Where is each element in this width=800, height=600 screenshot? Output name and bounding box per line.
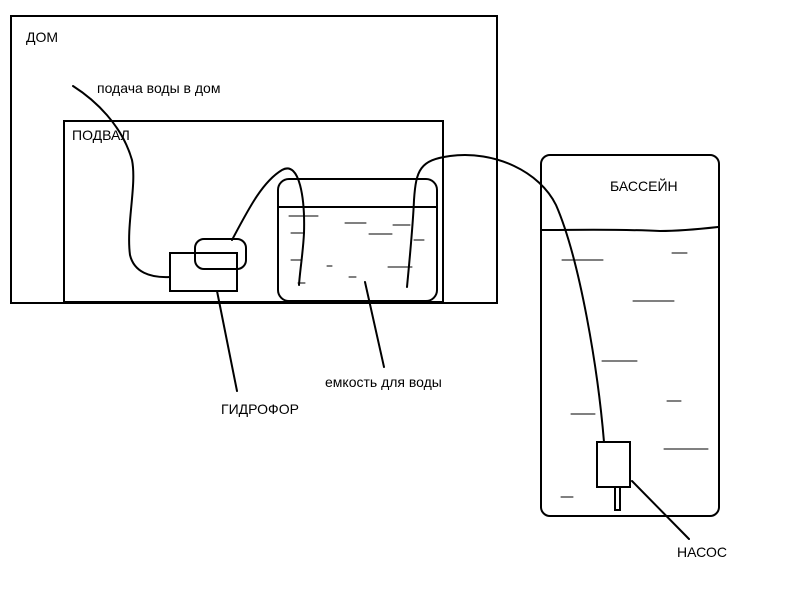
pool-water-ripples [560,252,709,498]
pool-supply-pipe [406,154,605,443]
hydrophore-body [169,252,238,292]
hydrophore-label: ГИДРОФОР [221,401,299,417]
pump-intake [614,486,621,511]
hydrophore-tank [194,238,247,270]
pool-water-surface [541,226,719,232]
house-label: ДОМ [26,29,58,45]
tank-leader-line [364,281,385,368]
basement-outline [63,120,444,303]
pump-label: НАСОС [677,544,727,560]
pool-outline [540,154,720,517]
basement-label: ПОДВАЛ [72,127,130,143]
hydrophore-leader-line [216,290,238,392]
tank-label: емкость для воды [325,374,442,390]
house-supply-pipe [72,85,171,279]
supply-label: подача воды в дом [97,80,220,96]
tank-water-ripples [288,215,425,284]
water-tank [277,178,438,302]
pump-body [596,441,631,488]
house-outline [10,15,498,304]
pool-label: БАССЕЙН [610,177,678,194]
pump-leader-line [631,480,690,540]
